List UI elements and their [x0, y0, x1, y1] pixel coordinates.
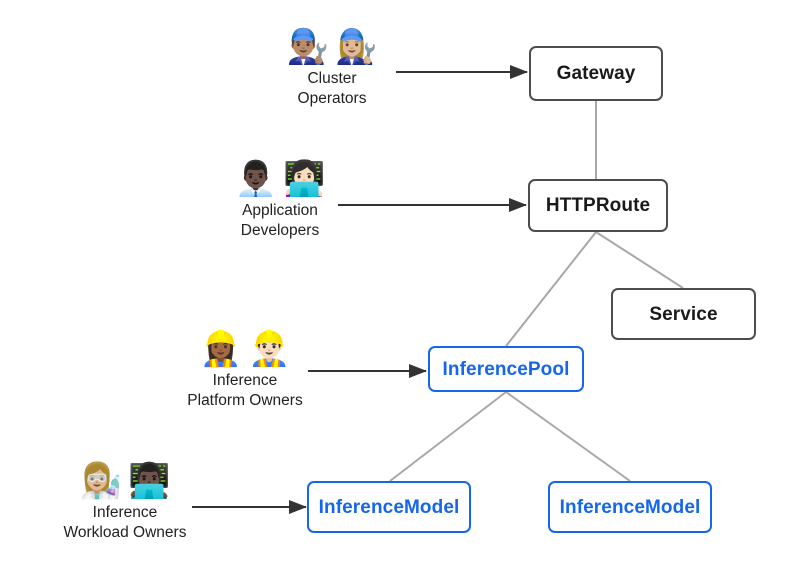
woman-mechanic-icon: 👩🏼‍🔧: [335, 27, 378, 67]
node-httproute-label: HTTPRoute: [545, 195, 651, 216]
persona-inference-platform-owners-icons: 👷🏾‍♀️ 👷🏻‍♂️: [199, 329, 291, 369]
persona-cluster-operators-icons: 👨🏽‍🔧 👩🏼‍🔧: [286, 27, 378, 67]
persona-application-developers-label: Application Developers: [240, 201, 320, 239]
node-inferencemodel-1-label: InferenceModel: [318, 496, 460, 518]
node-inferencemodel-2-label: InferenceModel: [559, 496, 701, 518]
persona-application-developers-icons: 👨🏿‍💼 👩🏻‍💻: [234, 159, 326, 199]
persona-cluster-operators-label: Cluster Operators: [297, 69, 367, 107]
persona-inference-platform-owners-label: Inference Platform Owners: [187, 371, 303, 409]
edge-httproute-service: [595, 231, 684, 289]
man-office-worker-icon: 👨🏿‍💼: [234, 159, 277, 199]
persona-application-developers: 👨🏿‍💼 👩🏻‍💻 Application Developers: [200, 159, 360, 241]
node-service-label: Service: [649, 303, 718, 325]
persona-inference-workload-owners-label: Inference Workload Owners: [63, 503, 187, 541]
node-inferencepool[interactable]: InferencePool: [428, 346, 584, 392]
node-inferencemodel-1[interactable]: InferenceModel: [307, 481, 471, 533]
man-technologist-icon: 👨🏿‍💻: [128, 461, 171, 501]
persona-inference-platform-owners: 👷🏾‍♀️ 👷🏻‍♂️ Inference Platform Owners: [155, 329, 335, 411]
persona-cluster-operators: 👨🏽‍🔧 👩🏼‍🔧 Cluster Operators: [262, 27, 402, 109]
edge-inferencepool-inferencemodel-1: [389, 391, 507, 482]
man-construction-worker-icon: 👷🏻‍♂️: [248, 329, 291, 369]
woman-construction-worker-icon: 👷🏾‍♀️: [199, 329, 242, 369]
node-inferencemodel-2[interactable]: InferenceModel: [548, 481, 712, 533]
persona-inference-workload-owners: 👩🏼‍🔬 👨🏿‍💻 Inference Workload Owners: [32, 461, 218, 543]
woman-scientist-icon: 👩🏼‍🔬: [79, 461, 122, 501]
man-mechanic-icon: 👨🏽‍🔧: [286, 27, 329, 67]
node-service[interactable]: Service: [611, 288, 756, 340]
node-gateway[interactable]: Gateway: [529, 46, 663, 101]
node-httproute[interactable]: HTTPRoute: [528, 179, 668, 232]
edge-inferencepool-inferencemodel-2: [505, 391, 631, 482]
node-inferencepool-label: InferencePool: [442, 358, 570, 380]
persona-inference-workload-owners-icons: 👩🏼‍🔬 👨🏿‍💻: [79, 461, 171, 501]
edge-httproute-inferencepool: [505, 231, 597, 347]
woman-technologist-icon: 👩🏻‍💻: [283, 159, 326, 199]
node-gateway-label: Gateway: [556, 63, 636, 84]
